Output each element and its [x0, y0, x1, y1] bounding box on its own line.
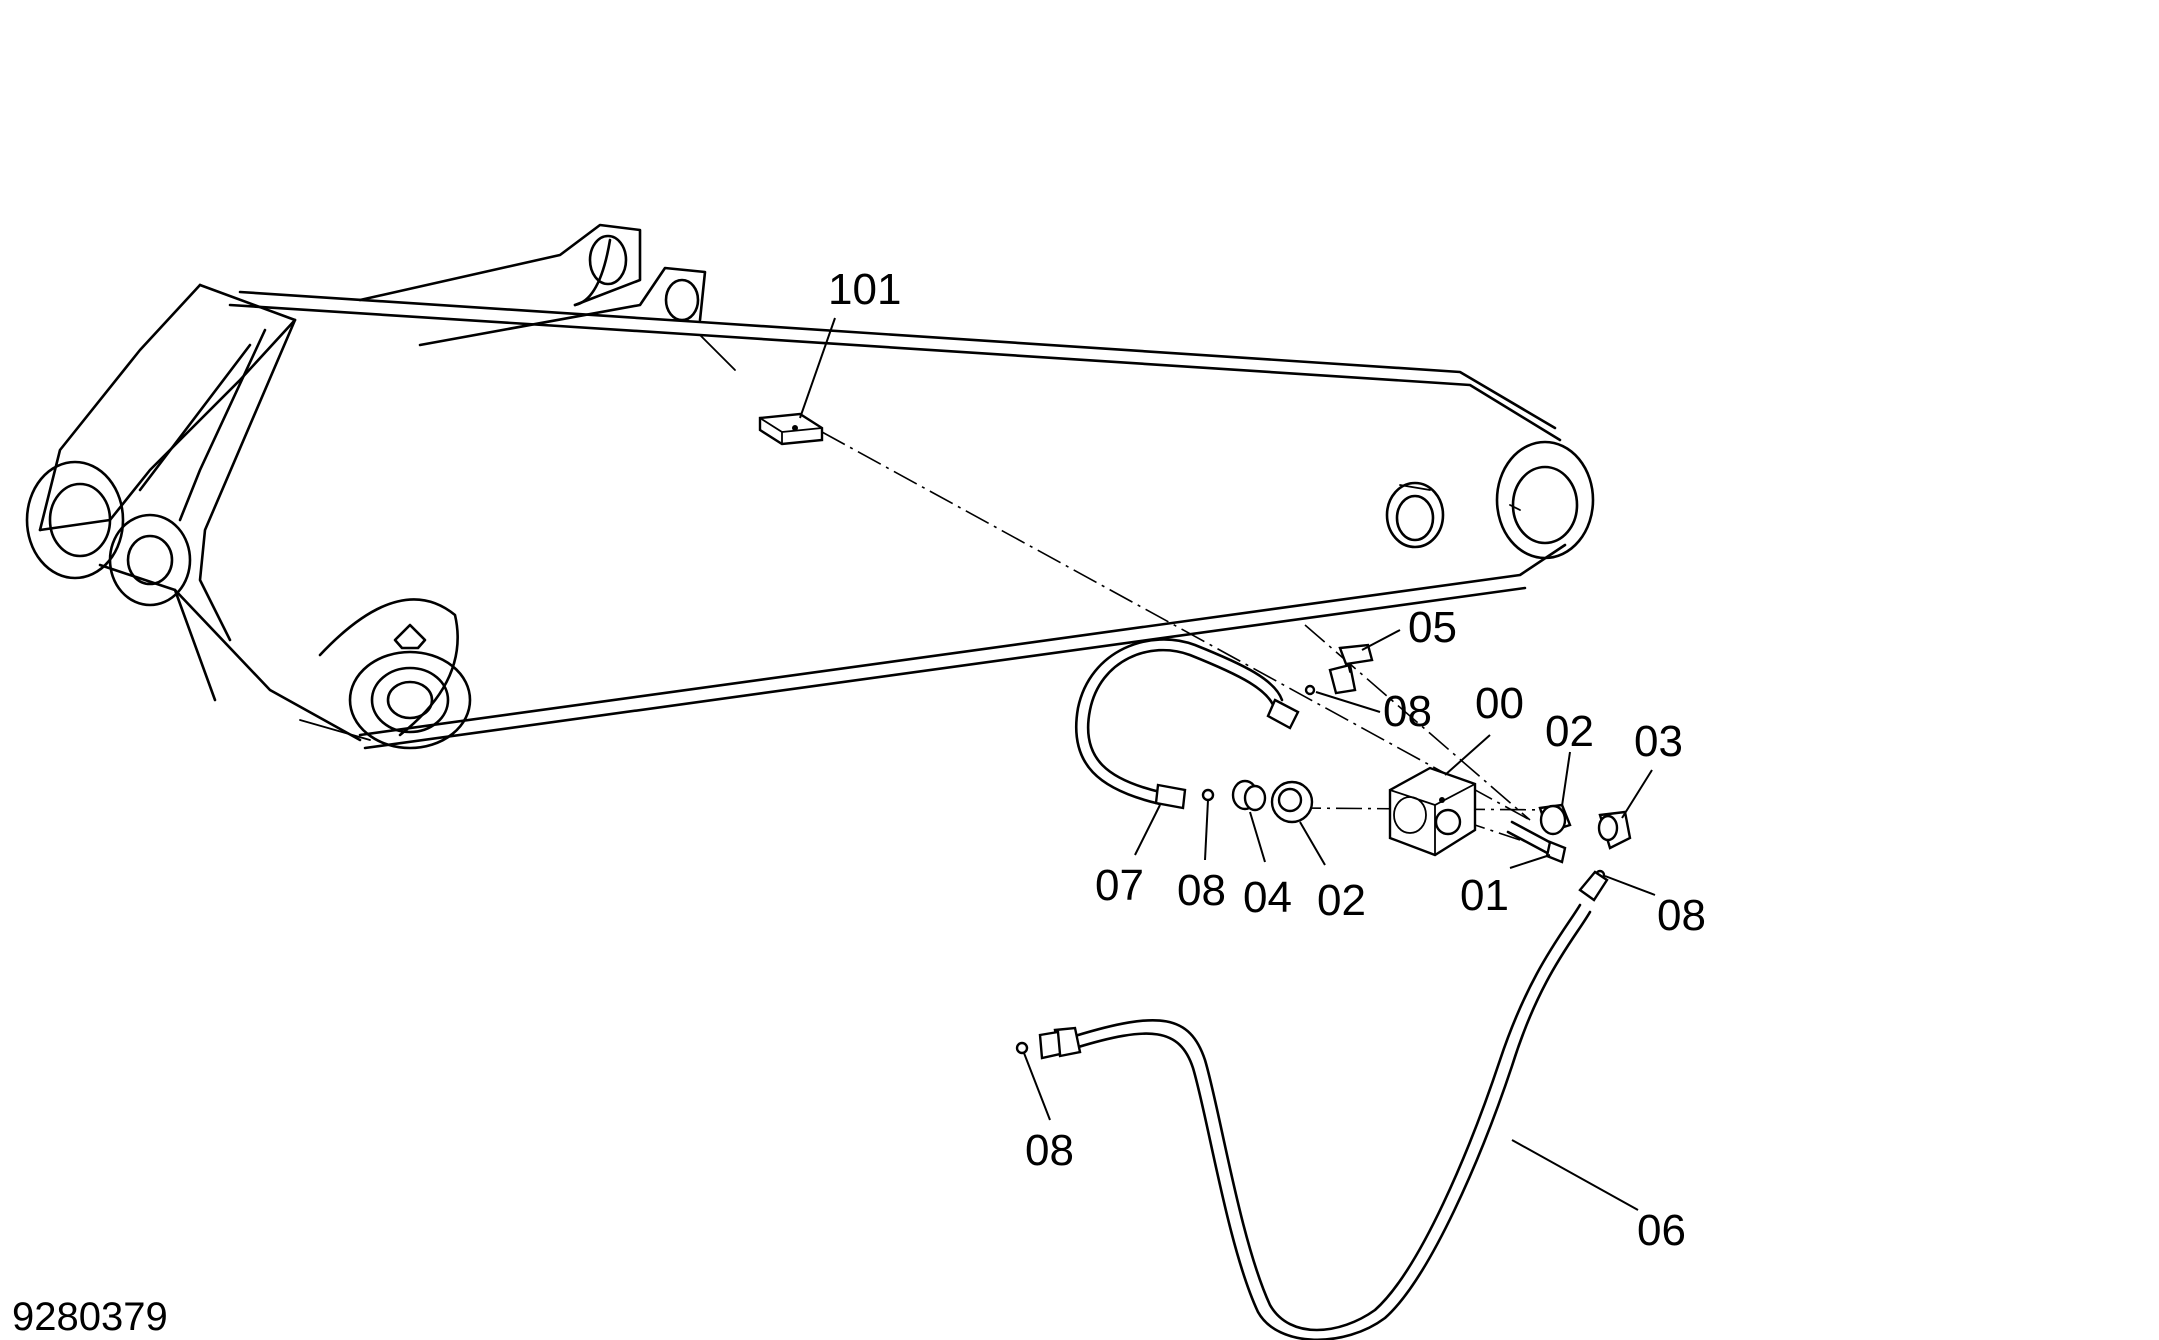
fitting-03	[1597, 810, 1632, 850]
fitting-04	[1231, 779, 1267, 812]
oring-08d	[1015, 1041, 1029, 1055]
callout-07: 07	[1095, 861, 1144, 910]
fitting-02-left	[1270, 780, 1314, 824]
callout-06: 06	[1637, 1206, 1686, 1255]
callout-08-a: 08	[1383, 687, 1432, 736]
callout-08-c: 08	[1657, 891, 1706, 940]
mounting-block-101	[758, 412, 824, 446]
valve-block-00	[1388, 766, 1477, 857]
leader-lines	[799, 317, 1656, 1211]
drawing-number: 9280379	[12, 1295, 168, 1339]
assembly-line-main	[821, 431, 1531, 821]
hose-07	[1075, 638, 1300, 810]
callout-05: 05	[1408, 603, 1457, 652]
callout-02-a: 02	[1545, 707, 1594, 756]
fitting-02-right	[1538, 803, 1572, 836]
callout-08-d: 08	[1025, 1126, 1074, 1175]
callout-00: 00	[1475, 679, 1524, 728]
boom-arm	[25, 223, 1595, 750]
callout-04: 04	[1243, 873, 1292, 922]
hose-06	[1038, 870, 1609, 1340]
bolt-01	[1506, 820, 1567, 864]
oring-08b	[1201, 788, 1215, 802]
callout-03: 03	[1634, 717, 1683, 766]
callout-01: 01	[1460, 871, 1509, 920]
oring-08a	[1304, 684, 1316, 696]
callout-101: 101	[828, 265, 901, 314]
callout-08-b: 08	[1177, 866, 1226, 915]
callout-02-b: 02	[1317, 876, 1366, 925]
